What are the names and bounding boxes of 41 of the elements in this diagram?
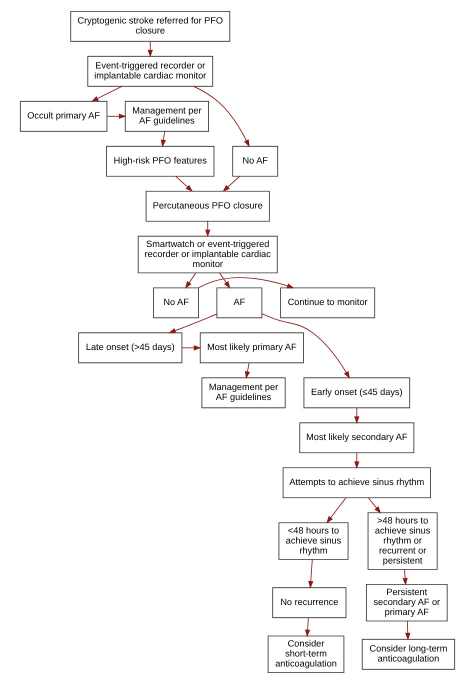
- node-box: Early onset (≤45 days): [303, 377, 410, 408]
- node-box: Continue to monitor: [280, 287, 375, 318]
- arrow: [308, 559, 313, 589]
- node-box: AF: [216, 287, 262, 318]
- node-box: Occult primary AF: [19, 100, 107, 132]
- arrow: [181, 345, 201, 350]
- arrow: [304, 617, 310, 638]
- arrow: [222, 176, 240, 192]
- node-box: Most likely primary AF: [199, 332, 304, 364]
- node-box: Cryptogenic stroke referred for PFO closure: [70, 10, 230, 42]
- arrow: [90, 86, 122, 102]
- node-box: Event-triggered recorder or implantable cardiac monitor: [86, 56, 213, 87]
- node-box: >48 hours to achieve sinus rhythm or recurrent or persistent: [367, 512, 438, 570]
- node-box: Consider short-term anticoagulation: [267, 636, 344, 674]
- node-box: Persistent secondary AF or primary AF: [365, 584, 448, 622]
- node-box: Late onset (>45 days): [78, 332, 182, 364]
- arrow: [244, 362, 250, 379]
- node-box: Management per AF guidelines: [200, 377, 286, 408]
- arrow: [326, 497, 346, 524]
- arrow: [174, 176, 192, 192]
- arrow: [168, 314, 217, 334]
- node-box: Consider long-term anticoagulation: [361, 638, 455, 670]
- node-box: Attempts to achieve sinus rhythm: [282, 467, 430, 498]
- node-box: Management per AF guidelines: [124, 100, 208, 132]
- node-box: No AF: [232, 146, 278, 177]
- node-box: High-risk PFO features: [106, 146, 214, 177]
- arrow: [160, 130, 166, 148]
- node-box: <48 hours to achieve sinus rhythm: [278, 522, 348, 560]
- arrow: [402, 569, 408, 586]
- node-box: No recurrence: [272, 587, 346, 618]
- node-box: No AF: [152, 287, 198, 318]
- arrow: [404, 620, 410, 640]
- arrow: [218, 272, 230, 289]
- arrow: [106, 114, 126, 119]
- node-box: Percutaneous PFO closure: [145, 190, 270, 222]
- node-box: Smartwatch or event-triggered recorder or implantable cardiac monitor: [137, 236, 278, 274]
- arrow: [367, 497, 381, 514]
- node-box: Most likely secondary AF: [298, 422, 414, 454]
- arrow: [261, 313, 350, 379]
- arrow: [198, 277, 294, 288]
- arrow: [184, 272, 196, 289]
